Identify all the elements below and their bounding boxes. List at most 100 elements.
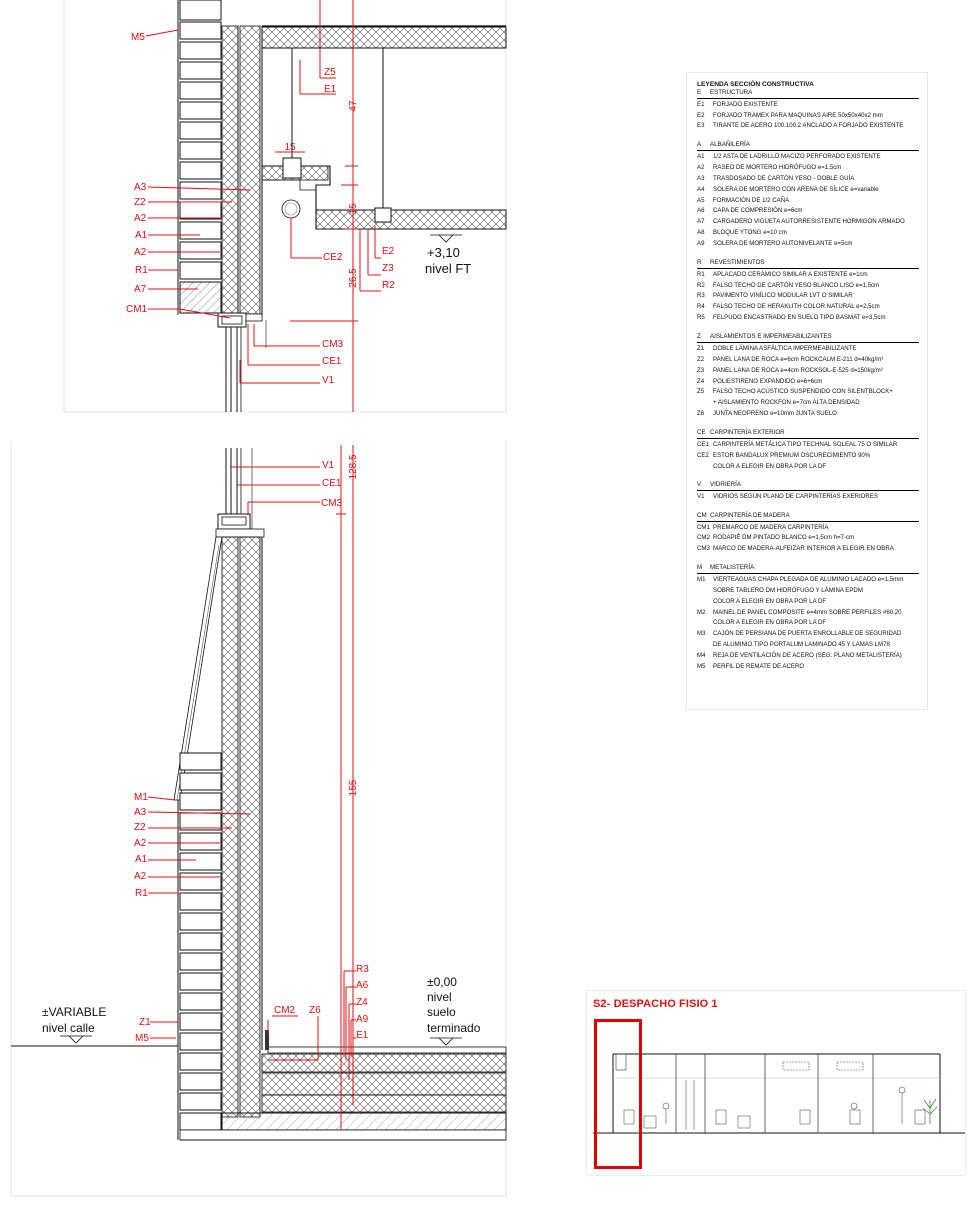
legend-section-gap	[697, 420, 919, 429]
legend-section-name: CARPINTERÍA EXTERIOR	[710, 429, 785, 437]
upper-brick-wall	[179, 0, 222, 280]
key-section-thumbnail	[593, 1053, 965, 1134]
legend-item-code	[697, 462, 713, 473]
tag-cm1: CM1	[126, 304, 148, 315]
tag-a1: A1	[135, 230, 148, 241]
legend-item-text: FORMACIÓN DE 1/2 CAÑA	[713, 196, 790, 204]
tag-a3-lower: A3	[134, 807, 147, 818]
legend-item-text: FALSO TECHO ACÚSTICO SUSPENDIDO CON SILE…	[713, 388, 893, 396]
dim-26-5: 26.5	[348, 268, 359, 288]
legend-section-code: E	[697, 89, 702, 96]
legend-item-text: POLIESTIRENO EXPANDIDO e=6+6cm	[713, 377, 823, 385]
legend-item-code: A3	[697, 174, 705, 182]
legend-item-code: Z6	[697, 410, 705, 418]
tag-m1: M1	[134, 792, 148, 803]
tag-a9: A9	[356, 1014, 369, 1025]
legend-item-code: M3	[697, 630, 706, 638]
dim-15-vertical: 15	[348, 203, 359, 215]
legend-section-code: CE	[697, 429, 706, 437]
legend-item: DE ALUMINIO TIPO PORTALUM LAMINADO 45 Y …	[697, 640, 919, 651]
legend-item-text: REJA DE VENTILACIÓN DE ACERO (SEG. PLANO…	[713, 652, 902, 660]
legend-item-text: TRASDOSADO DE CARTÓN YESO - DOBLE GUÍA	[713, 174, 855, 182]
legend-section-name: CARPINTERÍA DE MADERA	[710, 511, 790, 519]
tag-z2: Z2	[134, 197, 146, 208]
legend-item-text: SOBRE TABLERO DM HIDRÓFUGO Y LÁMINA EPDM	[713, 586, 863, 594]
legend-item-code: M1	[697, 575, 706, 583]
legend-item-code: A1	[697, 152, 705, 160]
legend-item-code: R5	[697, 314, 705, 322]
legend-section-name: REVESTIMIENTOS	[710, 259, 765, 267]
legend-item-code: CE1	[697, 440, 709, 448]
tag-e1: E1	[324, 84, 337, 95]
dim-47: 47	[348, 100, 359, 112]
legend-item-text: CARGADERO VIGUETA AUTORRESISTENTE HORMIG…	[713, 218, 905, 226]
legend-item-code: CM2	[697, 534, 710, 542]
tag-e2: E2	[382, 246, 395, 257]
tag-a2-lower-b: A2	[134, 871, 147, 882]
legend-item-text: 1/2 ASTA DE LADRILLO MACIZO PERFORADO EX…	[713, 152, 881, 160]
legend-item: M1 VIERTEAGUAS CHAPA PLEGADA DE ALUMINIO …	[697, 575, 919, 586]
tag-r2: R2	[382, 280, 395, 291]
legend-section-gap	[697, 250, 919, 259]
legend-item-text: PAVIMENTO VINÍLICO MODULAR LVT O SIMILAR	[713, 292, 853, 300]
legend-item-text: FORJADO TRAMEX PARA MAQUINAS AIRE 50x50x…	[713, 111, 883, 119]
tag-a2: A2	[134, 213, 147, 224]
legend-item-text: BLOQUE YTONG e=10 cm	[713, 229, 787, 237]
legend-section-name: AISLAMIENTOS E IMPERMEABILIZANTES	[710, 333, 832, 341]
legend-item-code: E2	[697, 111, 705, 119]
legend-section-code: M	[697, 564, 703, 572]
tag-ce2: CE2	[323, 252, 343, 263]
legend-item-code: E3	[697, 122, 705, 130]
legend-section-code: R	[697, 259, 702, 267]
street-level-value: ±VARIABLE	[42, 1005, 106, 1019]
legend-item-text: VIERTEAGUAS CHAPA PLEGADA DE ALUMINIO LA…	[713, 575, 904, 583]
tag-r1: R1	[135, 265, 148, 276]
legend-item-code: M2	[697, 608, 706, 616]
tag-a2-lower: A2	[134, 838, 147, 849]
legend-item-text: + AISLAMIENTO ROCKFON e=7cm ALTA DENSIDA…	[713, 399, 860, 407]
legend-item-text: CAJÓN DE PERSIANA DE PUERTA ENROLLABLE D…	[713, 630, 902, 638]
legend-item-text: COLOR A ELEGIR EN OBRA POR LA DF	[713, 619, 827, 627]
tag-ce1: CE1	[322, 356, 342, 367]
legend-section-code: V	[697, 481, 702, 489]
legend-item-code: A4	[697, 185, 705, 193]
legend-item: + AISLAMIENTO ROCKFON e=7cm ALTA DENSIDA…	[697, 398, 919, 409]
tag-a3: A3	[134, 182, 147, 193]
tag-a7: A7	[134, 284, 147, 295]
legend-section-code: A	[697, 141, 702, 149]
legend-item: E2 FORJADO TRAMEX PARA MAQUINAS AIRE 50x5…	[697, 111, 919, 122]
floor-level-label-1: nivel	[427, 990, 452, 1004]
legend-item-code: R3	[697, 292, 705, 300]
tag-a6: A6	[356, 980, 369, 991]
floor-level-value: ±0,00	[427, 975, 457, 989]
legend-item-text: FALSO TECHO DE HERAKLITH COLOR NATURAL e…	[713, 303, 880, 311]
tag-z4: Z4	[356, 997, 368, 1008]
legend-item-text: SOLERA DE MORTERO CON ARENA DE SÍLICE e=…	[713, 185, 879, 193]
legend-section-code: CM	[697, 511, 707, 519]
tag-m5: M5	[131, 32, 145, 43]
